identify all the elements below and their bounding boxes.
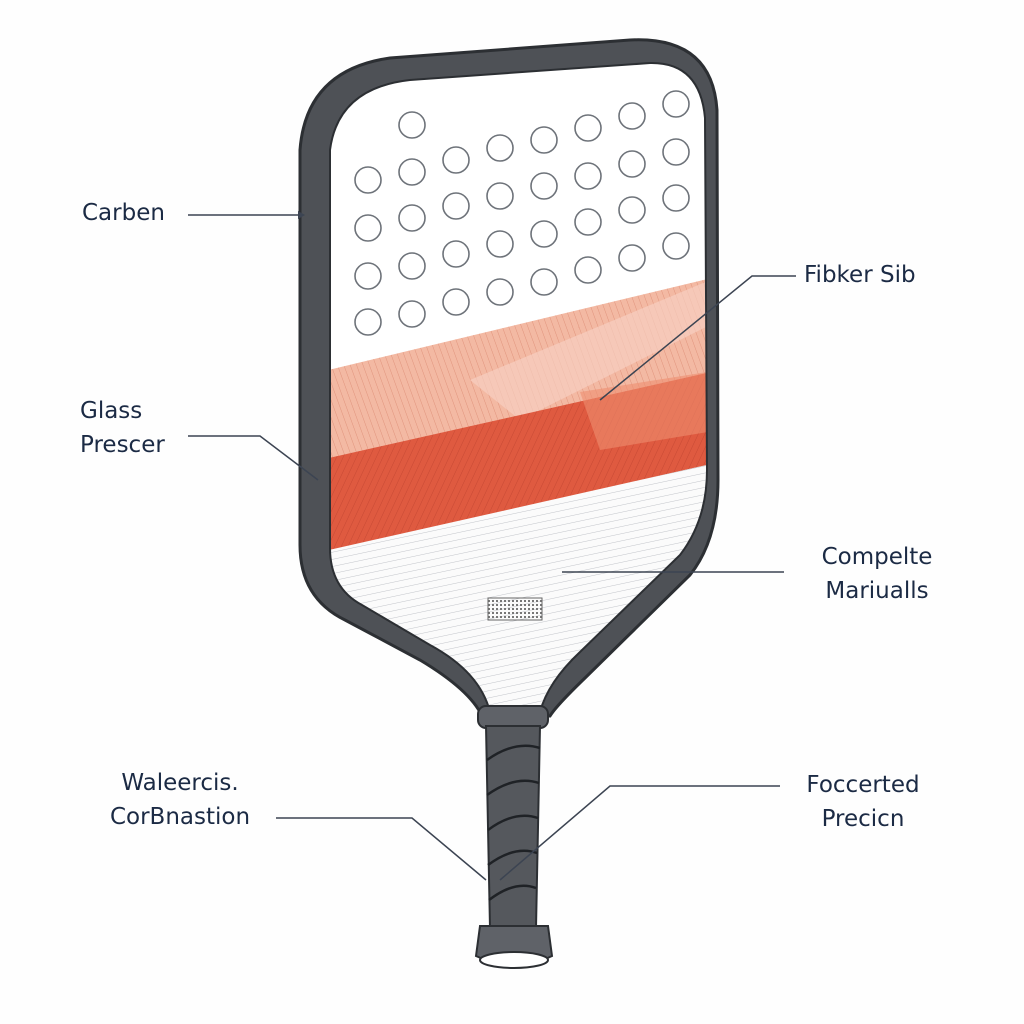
leader-wale <box>276 817 487 881</box>
label-wale-line2: CorBnastion <box>109 804 251 830</box>
surface-texture-dots <box>354 90 690 336</box>
label-glass: Glass Prescer <box>80 394 165 462</box>
label-carbon: Carben <box>82 196 165 230</box>
label-composite-line2: Mariualls <box>825 578 929 604</box>
label-fiber-text: Fibker Sib <box>804 262 916 288</box>
label-focused-line2: Precicn <box>821 806 905 832</box>
leader-fiber <box>599 275 796 401</box>
label-composite: Compelte Mariualls <box>802 540 952 608</box>
logo-patch <box>487 597 543 621</box>
label-wale-line1: Waleercis. <box>121 770 239 796</box>
label-fiber: Fibker Sib <box>804 258 916 292</box>
handle-collar <box>477 705 549 729</box>
leader-glass <box>188 435 319 481</box>
label-glass-line2: Prescer <box>80 432 165 458</box>
label-focused: Foccerted Precicn <box>788 768 938 836</box>
label-carbon-text: Carben <box>82 200 165 226</box>
leader-lines <box>188 211 796 881</box>
leader-focused <box>499 785 780 881</box>
label-composite-line1: Compelte <box>821 544 933 570</box>
label-wale: Waleercis. CorBnastion <box>92 766 268 834</box>
label-glass-line1: Glass <box>80 398 143 424</box>
label-focused-line1: Foccerted <box>806 772 920 798</box>
